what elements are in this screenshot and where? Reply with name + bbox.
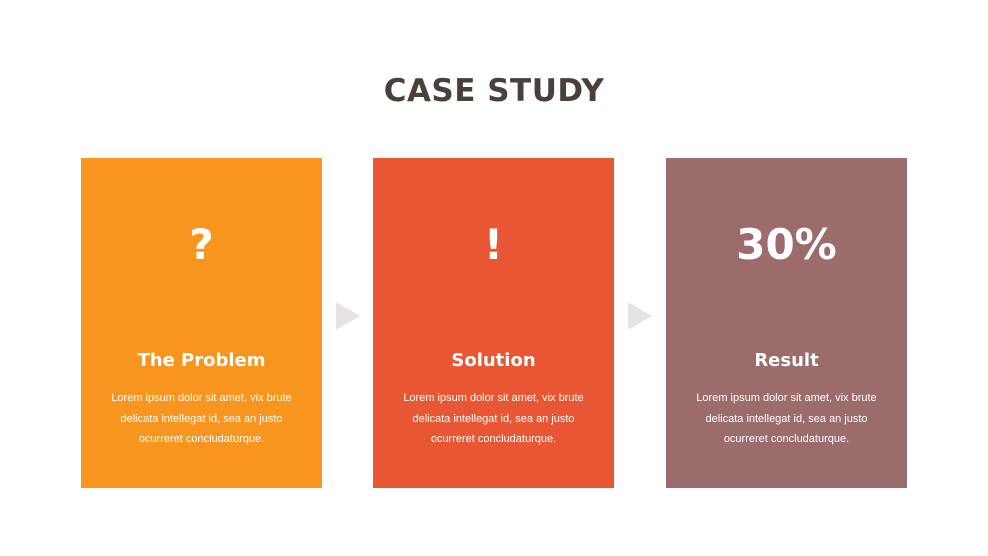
card-heading: Result xyxy=(754,350,819,371)
card-solution: ! Solution Lorem ipsum dolor sit amet, v… xyxy=(373,158,614,488)
card-heading: Solution xyxy=(451,350,536,371)
percentage-value: 30% xyxy=(736,220,837,269)
arrow-right-icon xyxy=(628,302,652,330)
arrow-right-icon xyxy=(336,302,360,330)
page-title: CASE STUDY xyxy=(383,73,605,109)
card-body: Lorem ipsum dolor sit amet, vix brute de… xyxy=(403,392,584,445)
card-heading: The Problem xyxy=(137,350,266,371)
card-result: 30% Result Lorem ipsum dolor sit amet, v… xyxy=(666,158,907,488)
question-icon: ? xyxy=(189,220,214,269)
exclamation-icon: ! xyxy=(483,220,504,269)
card-body: Lorem ipsum dolor sit amet, vix brute de… xyxy=(696,392,877,445)
card-problem: ? The Problem Lorem ipsum dolor sit amet… xyxy=(81,158,322,488)
card-body: Lorem ipsum dolor sit amet, vix brute de… xyxy=(111,392,292,445)
